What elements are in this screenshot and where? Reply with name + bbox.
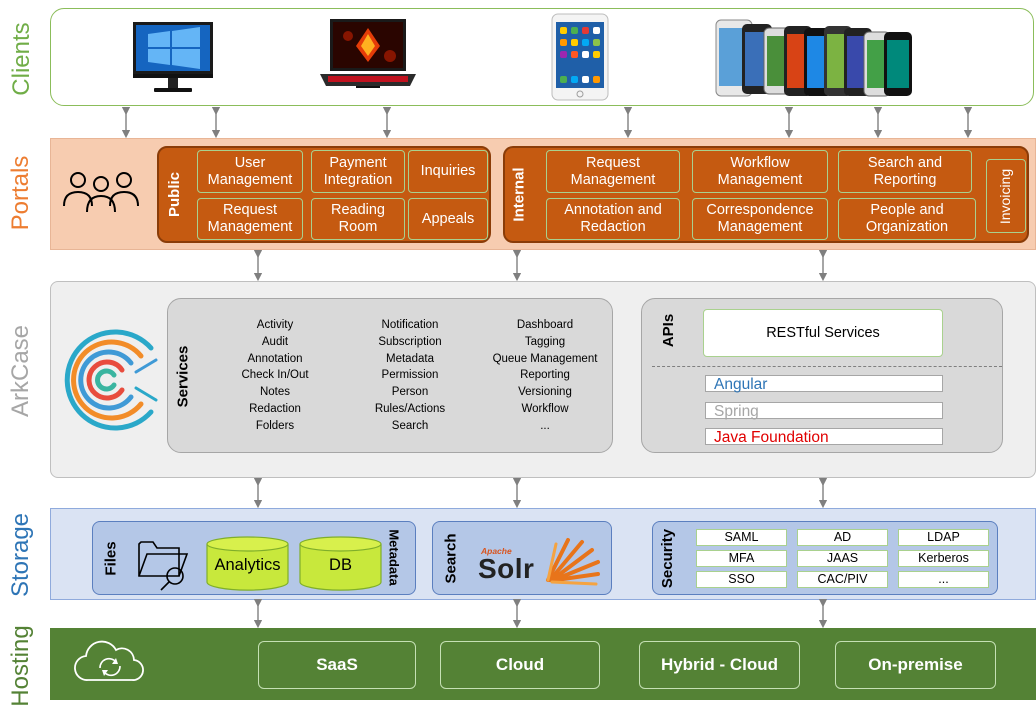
service-item: Queue Management [492, 352, 598, 365]
service-item: Person [391, 386, 429, 399]
portal-internal-request-management[interactable]: Request Management [546, 150, 680, 193]
portal-search-and-reporting[interactable]: Search and Reporting [838, 150, 972, 193]
security-kerberos[interactable]: Kerberos [898, 550, 989, 567]
api-angular[interactable]: Angular [705, 375, 943, 393]
service-item: Annotation [247, 352, 303, 365]
restful-services-box[interactable]: RESTful Services [703, 309, 943, 357]
service-item: Dashboard [516, 319, 574, 331]
service-item: Notification [381, 319, 439, 331]
cloud-sync-icon [74, 640, 144, 681]
tablet-icon [551, 13, 609, 101]
arkcase-logo-icon [64, 329, 158, 431]
portal-user-management[interactable]: User Management [197, 150, 303, 193]
desktop-monitor-icon [133, 22, 213, 92]
api-spring[interactable]: Spring [705, 402, 943, 420]
users-group-icon [63, 172, 139, 213]
hosting-cloud[interactable]: Cloud [440, 641, 600, 689]
security-ldap[interactable]: LDAP [898, 529, 989, 546]
service-item: Activity [256, 319, 294, 331]
public-portal [157, 146, 491, 243]
services-column-2: Notification Subscription Metadata Permi… [355, 317, 465, 435]
portal-appeals[interactable]: Appeals [408, 198, 488, 240]
hosting-saas[interactable]: SaaS [258, 641, 416, 689]
portal-payment-integration[interactable]: Payment Integration [311, 150, 405, 193]
service-item: Search [391, 419, 429, 432]
services-column-3: Dashboard Tagging Queue Management Repor… [483, 317, 607, 435]
portal-correspondence-management[interactable]: Correspondence Management [692, 198, 828, 240]
service-item: Audit [261, 335, 289, 348]
service-item: ... [540, 419, 550, 432]
apache-label: Apache [481, 546, 512, 556]
db-label: DB [329, 556, 352, 574]
portal-reading-room[interactable]: Reading Room [311, 198, 405, 240]
security-ad[interactable]: AD [797, 529, 888, 546]
service-item: Reporting [520, 369, 570, 382]
analytics-cylinder-icon [206, 536, 289, 591]
service-item: Rules/Actions [374, 402, 446, 415]
portal-workflow-management[interactable]: Workflow Management [692, 150, 828, 193]
portal-inquiries[interactable]: Inquiries [408, 150, 488, 193]
apis-divider [652, 366, 1002, 367]
service-item: Workflow [521, 402, 569, 415]
portal-people-and-organization[interactable]: People and Organization [838, 198, 976, 240]
services-column-1: Activity Audit Annotation Check In/Out N… [225, 317, 325, 435]
analytics-label: Analytics [214, 556, 281, 574]
service-item: Versioning [518, 386, 572, 399]
security-more[interactable]: ... [898, 571, 989, 588]
hosting-on-premise[interactable]: On-premise [835, 641, 996, 689]
service-item: Tagging [524, 335, 566, 348]
portal-request-management[interactable]: Request Management [197, 198, 303, 240]
service-item: Check In/Out [241, 369, 309, 382]
service-item: Redaction [249, 402, 301, 415]
solr-logo-text: Solr [478, 553, 535, 584]
security-mfa[interactable]: MFA [696, 550, 787, 567]
security-sso[interactable]: SSO [696, 571, 787, 588]
internal-portal [503, 146, 1029, 243]
api-java-foundation[interactable]: Java Foundation [705, 428, 943, 446]
laptop-icon [320, 19, 416, 88]
connector-arrows [121, 106, 973, 629]
hosting-hybrid-cloud[interactable]: Hybrid - Cloud [639, 641, 800, 689]
service-item: Metadata [386, 352, 434, 365]
portal-annotation-and-redaction[interactable]: Annotation and Redaction [546, 198, 680, 240]
security-jaas[interactable]: JAAS [797, 550, 888, 567]
security-saml[interactable]: SAML [696, 529, 787, 546]
service-item: Subscription [378, 335, 442, 348]
security-cac-piv[interactable]: CAC/PIV [797, 571, 888, 588]
folder-search-icon [138, 541, 189, 591]
solr-sun-icon [546, 538, 600, 586]
service-item: Notes [259, 386, 291, 399]
service-item: Folders [255, 419, 295, 432]
portal-invoicing[interactable]: Invoicing [986, 159, 1026, 233]
db-cylinder-icon [299, 536, 382, 591]
services-box [167, 298, 613, 453]
smartphones-icon [715, 19, 912, 97]
service-item: Permission [381, 369, 439, 382]
